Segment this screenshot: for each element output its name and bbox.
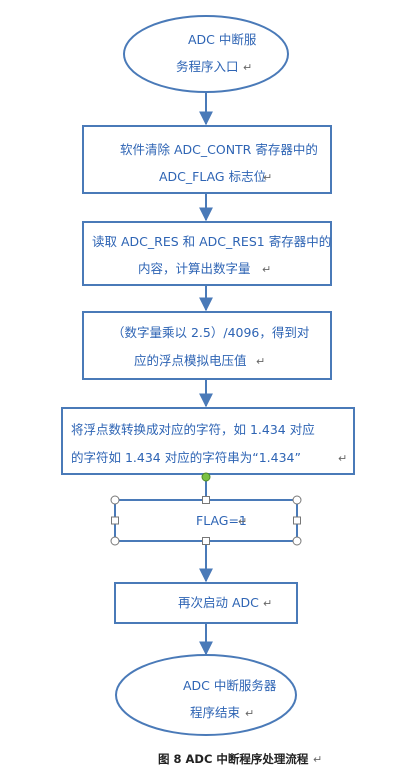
step6-box (114, 582, 298, 624)
handle-top-right[interactable] (292, 495, 302, 505)
end-node-line-2: 程序结束 (190, 705, 241, 720)
svg-text:↵: ↵ (263, 597, 272, 610)
step6-label: 再次启动 ADC (178, 595, 259, 610)
start-node-line-2: 务程序入口 (176, 59, 239, 74)
start-node (123, 15, 289, 93)
handle-right-mid[interactable] (293, 516, 301, 525)
svg-text:↵: ↵ (313, 753, 322, 766)
svg-text:↵: ↵ (263, 171, 272, 184)
rotate-handle[interactable] (201, 472, 211, 482)
figure-caption: 图 8 ADC 中断程序处理流程 (158, 752, 309, 766)
end-node-line-1: ADC 中断服务器 (183, 678, 277, 693)
step3-line-1: （数字量乘以 2.5）/4096，得到对 (112, 325, 309, 340)
step2-box (82, 221, 332, 286)
svg-text:↵: ↵ (245, 707, 254, 720)
end-node (115, 654, 297, 736)
handle-bottom-left[interactable] (110, 536, 120, 546)
svg-text:↵: ↵ (338, 452, 347, 465)
step5-label: FLAG=1 (196, 513, 247, 528)
svg-text:↵: ↵ (262, 263, 271, 276)
handle-bottom-right[interactable] (292, 536, 302, 546)
step4-line-1: 将浮点数转换成对应的字符，如 1.434 对应 (71, 422, 315, 437)
step3-line-2: 应的浮点模拟电压值 (134, 353, 247, 368)
svg-text:↵: ↵ (256, 355, 265, 368)
selection-handles[interactable] (110, 495, 302, 546)
handle-top-left[interactable] (110, 495, 120, 505)
step3-box (82, 311, 332, 380)
step4-box (61, 407, 355, 475)
step1-line-1: 软件清除 ADC_CONTR 寄存器中的 (120, 142, 318, 157)
handle-top-mid[interactable] (202, 496, 210, 504)
step4-line-2: 的字符如 1.434 对应的字符串为“1.434” (71, 450, 301, 465)
svg-text:↵: ↵ (238, 515, 247, 528)
start-node-line-1: ADC 中断服 (188, 32, 257, 47)
svg-text:↵: ↵ (243, 61, 252, 74)
step2-line-1: 读取 ADC_RES 和 ADC_RES1 寄存器中的 (92, 234, 331, 249)
step2-line-2: 内容，计算出数字量 (138, 261, 251, 276)
step1-line-2: ADC_FLAG 标志位 (159, 169, 266, 184)
handle-left-mid[interactable] (111, 516, 119, 525)
handle-bottom-mid[interactable] (202, 537, 210, 545)
